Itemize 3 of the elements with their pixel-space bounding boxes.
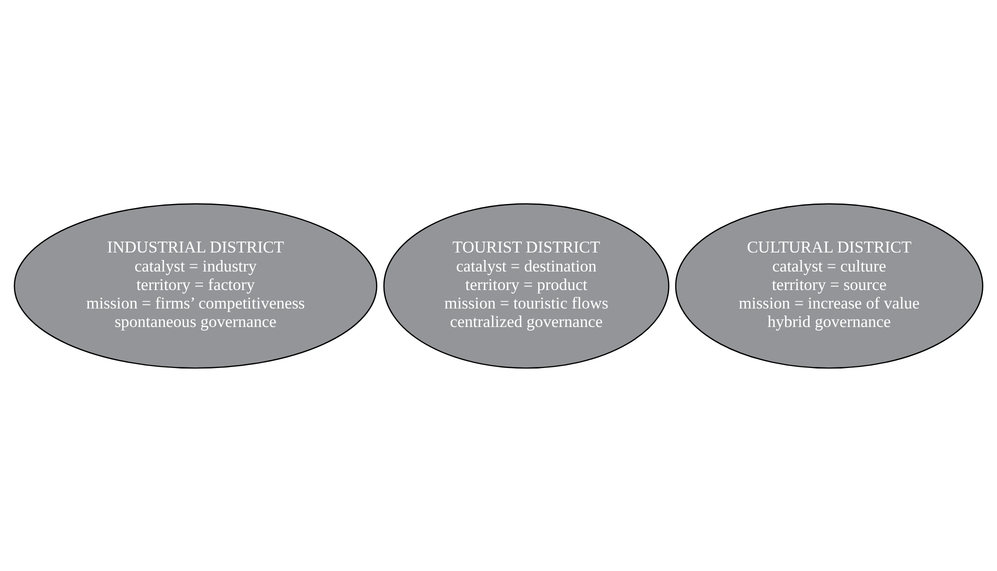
node-ellipse: TOURIST DISTRICT catalyst = destination territory = product mission = touristic flows centralized governance	[383, 202, 670, 368]
node-ellipse: INDUSTRIAL DISTRICT catalyst = industry territory = factory mission = firms’ competitiveness spontaneous governance	[14, 202, 378, 368]
node-ellipse: CULTURAL DISTRICT catalyst = culture territory = source mission = increase of value hybrid governance	[675, 202, 984, 368]
